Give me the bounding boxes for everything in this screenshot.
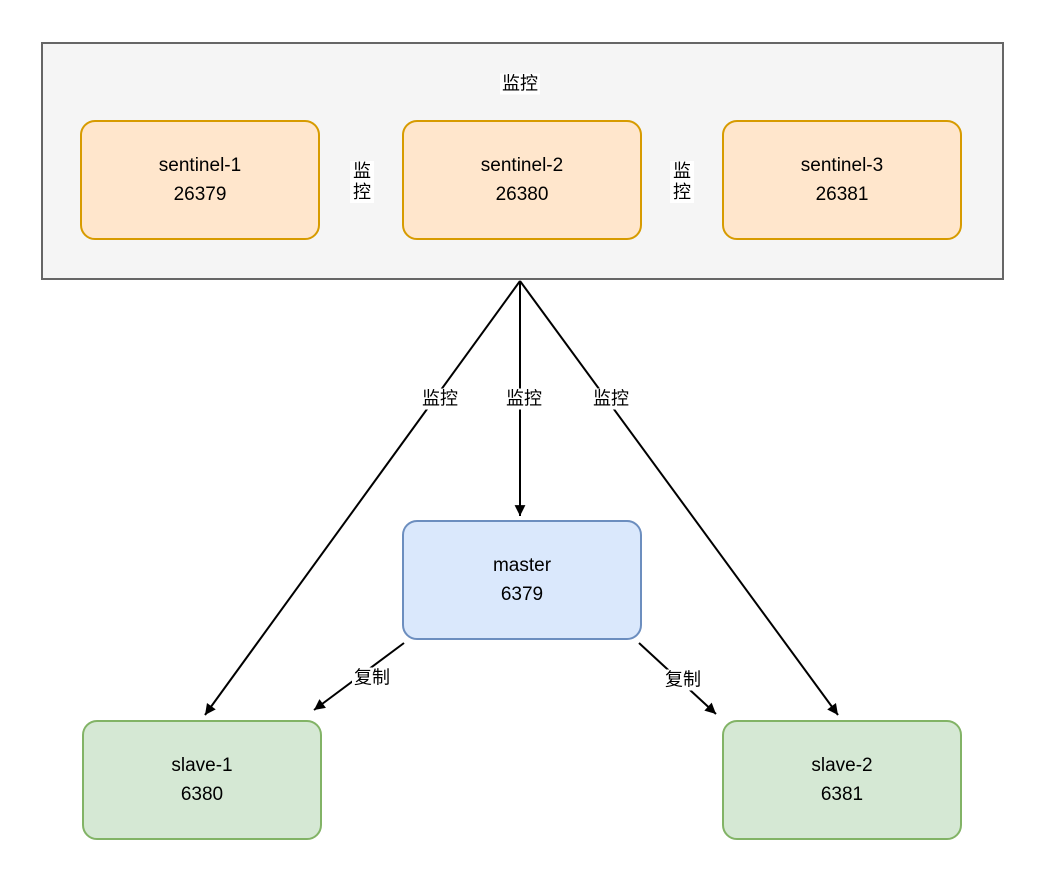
edge-label-monitor-master: 监控 bbox=[504, 388, 544, 410]
node-name: master bbox=[492, 555, 552, 576]
node-name: slave-1 bbox=[171, 755, 233, 776]
node-sentinel-3: sentinel-3 26381 bbox=[722, 120, 962, 240]
node-port: 6379 bbox=[500, 584, 544, 605]
edge-label-monitor-top: 监控 bbox=[500, 73, 540, 95]
edge-label-monitor-slave1: 监控 bbox=[420, 388, 460, 410]
edge-label-monitor-slave2: 监控 bbox=[591, 388, 631, 410]
node-port: 26381 bbox=[815, 184, 869, 205]
edge-sentinels-slave2-monitor bbox=[519, 280, 839, 716]
node-sentinel-2: sentinel-2 26380 bbox=[402, 120, 642, 240]
node-slave-1: slave-1 6380 bbox=[82, 720, 322, 840]
node-master: master 6379 bbox=[402, 520, 642, 640]
node-port: 6380 bbox=[180, 784, 224, 805]
edge-label-replicate-slave1: 复制 bbox=[352, 667, 392, 689]
node-name: sentinel-2 bbox=[480, 155, 564, 176]
node-name: sentinel-3 bbox=[800, 155, 884, 176]
edge-label-monitor-s1-s2: 监控 bbox=[350, 161, 374, 203]
edge-sentinels-slave1-monitor bbox=[204, 280, 521, 716]
edge-label-replicate-slave2: 复制 bbox=[663, 669, 703, 691]
node-name: slave-2 bbox=[811, 755, 873, 776]
node-slave-2: slave-2 6381 bbox=[722, 720, 962, 840]
node-port: 26379 bbox=[173, 184, 227, 205]
node-port: 26380 bbox=[495, 184, 549, 205]
node-name: sentinel-1 bbox=[158, 155, 242, 176]
node-sentinel-1: sentinel-1 26379 bbox=[80, 120, 320, 240]
edge-label-monitor-s2-s3: 监控 bbox=[670, 161, 694, 203]
node-port: 6381 bbox=[820, 784, 864, 805]
